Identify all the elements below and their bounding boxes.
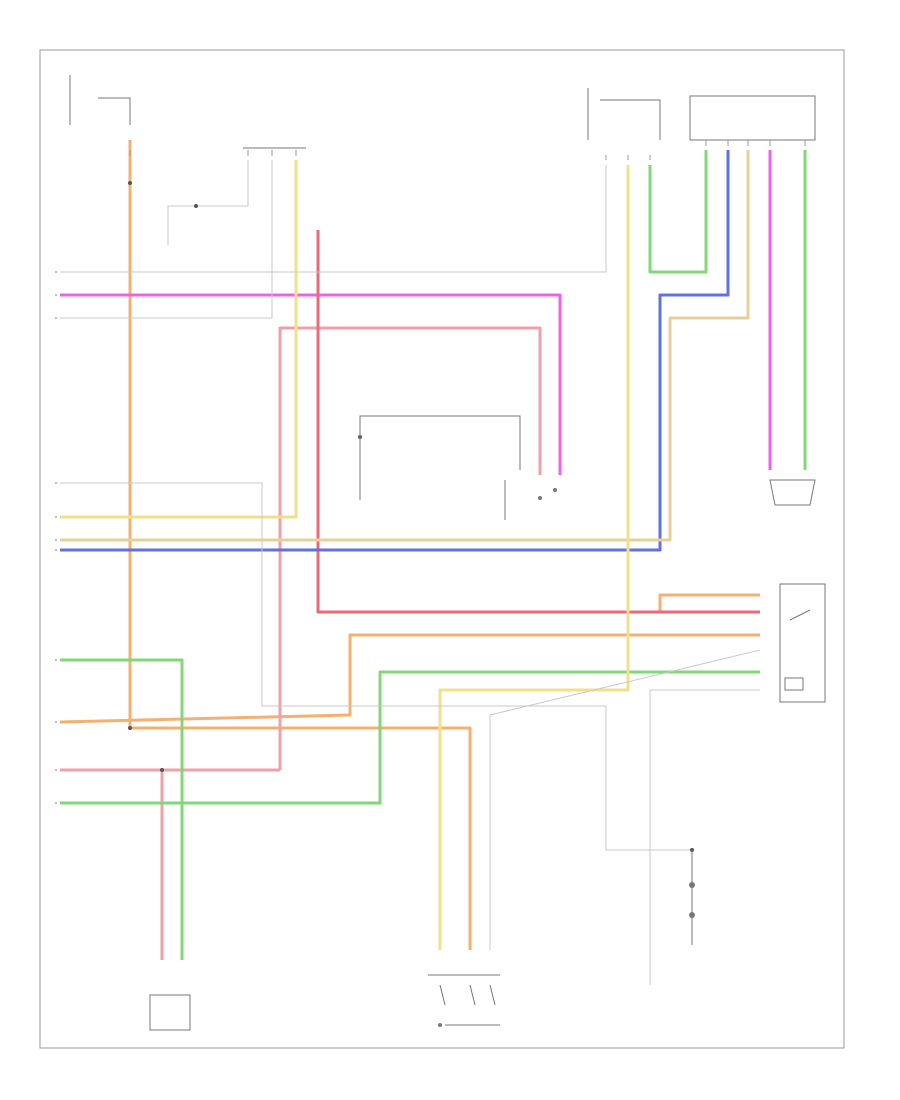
green-wire-bottom [60, 670, 760, 805]
bottom-left-component [149, 994, 191, 1031]
sensor-right [769, 479, 816, 506]
magenta-wire [60, 293, 562, 475]
control-module [359, 415, 557, 520]
bottom-switch-component [428, 974, 500, 1027]
white-wire-top [60, 165, 607, 273]
instrument-cluster-connector [587, 88, 661, 140]
ground-wire-top [167, 160, 249, 245]
hot-at-all-times-connector [69, 75, 131, 125]
green-wire-top [648, 150, 708, 274]
blue-wire [60, 150, 730, 552]
white-wire-left [60, 160, 273, 319]
tan-wire [60, 150, 750, 542]
orange-wire-branch [130, 726, 472, 950]
white-wire-switch [489, 649, 761, 950]
orange-wire-top-right [658, 593, 760, 612]
diagram-frame [39, 49, 845, 1049]
left-pin-markers [55, 271, 57, 804]
right-module [779, 583, 826, 703]
white-wire-mid [60, 482, 692, 851]
yellow-wire-left [60, 160, 298, 519]
bottom-right-component [689, 850, 695, 945]
yellow-wire-right [438, 165, 630, 950]
orange-wire-right [59, 633, 760, 724]
connector-pins [129, 140, 806, 160]
cruise-control-module-box [689, 95, 816, 141]
white-wire-ground [649, 689, 760, 985]
red-wire [316, 230, 760, 614]
green-wire-left [60, 658, 184, 960]
splice-dots [128, 181, 694, 852]
